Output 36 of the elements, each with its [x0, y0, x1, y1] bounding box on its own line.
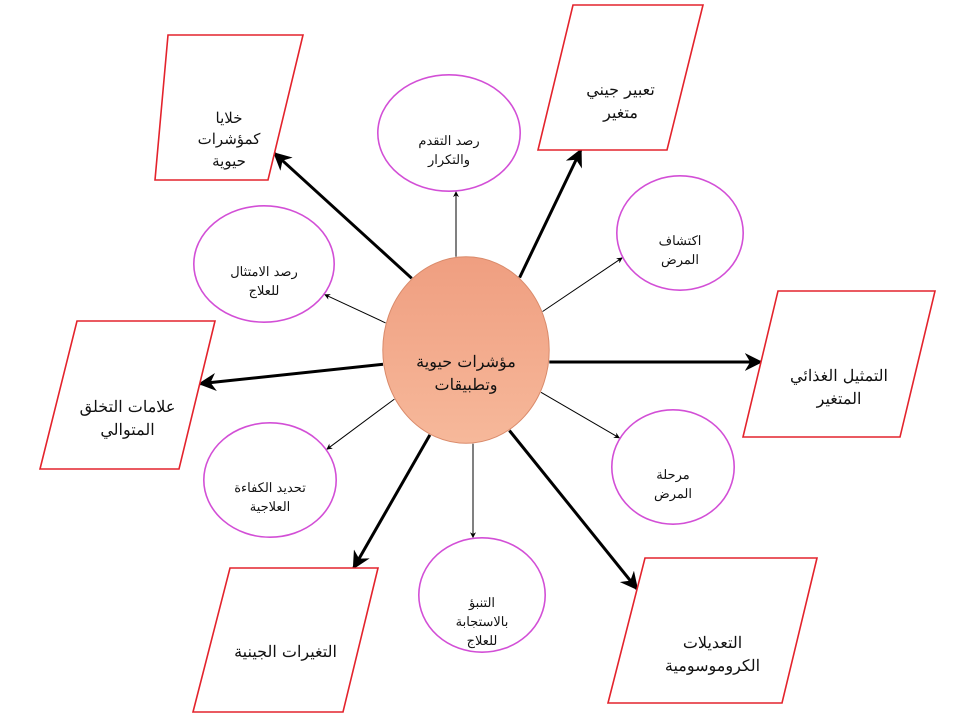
- node-label: مرحلة المرض: [653, 467, 693, 504]
- application-ellipse: [193, 205, 335, 323]
- node-label: مؤشرات حيوية وتطبيقات: [415, 351, 517, 396]
- arrow: [273, 152, 413, 280]
- arrow: [508, 430, 638, 590]
- node-label: علامات التخلق المتوالي: [78, 396, 176, 442]
- category-parallelogram: [40, 321, 215, 469]
- category-parallelogram: [193, 568, 378, 712]
- application-ellipse: [203, 422, 337, 538]
- topic-circle: [382, 256, 550, 444]
- node-label: تعبير جيني متغير: [585, 78, 656, 124]
- arrow: [540, 392, 620, 438]
- arrow: [470, 443, 476, 538]
- node-label: اكتشاف المرض: [658, 233, 702, 270]
- arrow: [198, 362, 384, 391]
- application-ellipse: [418, 537, 546, 653]
- node-label: رصد الامتثال للعلاج: [229, 264, 299, 301]
- arrow: [453, 191, 459, 258]
- arrow: [324, 294, 386, 324]
- application-ellipse: [616, 175, 744, 291]
- node-label: التغيرات الجينية: [233, 641, 338, 663]
- category-parallelogram: [608, 558, 817, 703]
- node-label: التعديلات الكروموسومية: [664, 632, 762, 677]
- node-label: التنبؤ بالاستجابة للعلاج: [454, 595, 510, 651]
- category-parallelogram: [155, 35, 303, 180]
- application-ellipse: [611, 409, 735, 525]
- node-label: رصد التقدم والتكرار: [417, 133, 481, 170]
- arrow: [352, 434, 432, 570]
- category-parallelogram: [743, 291, 935, 437]
- node-label: تحديد الكفاءة العلاجية: [233, 480, 307, 517]
- node-label: خلايا كمؤشرات حيوية: [196, 108, 262, 172]
- node-label: التمثيل الغذائي المتغير: [789, 365, 889, 410]
- category-parallelogram: [538, 5, 703, 150]
- arrow: [542, 257, 623, 312]
- arrow: [326, 398, 395, 450]
- application-ellipse: [377, 74, 521, 192]
